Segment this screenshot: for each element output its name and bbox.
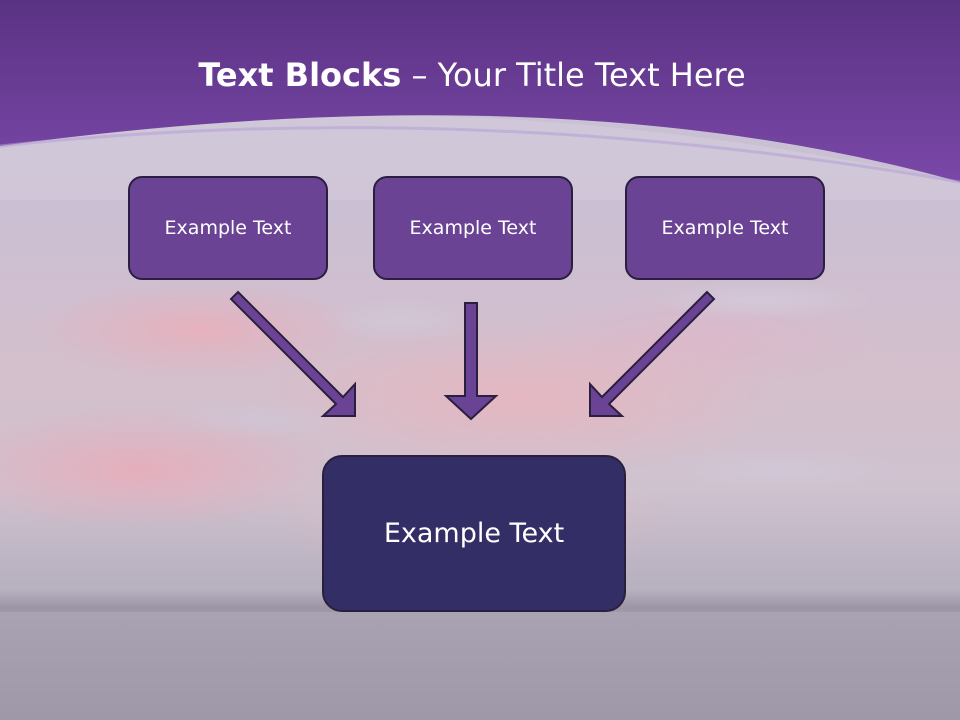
- arrow-down-icon: [443, 302, 499, 421]
- header-band: [0, 0, 960, 182]
- text-block-target[interactable]: Example Text: [322, 455, 626, 612]
- title-rest: Your Title Text Here: [437, 56, 746, 94]
- text-block-right[interactable]: Example Text: [625, 176, 825, 280]
- text-block-left[interactable]: Example Text: [128, 176, 328, 280]
- title-separator: –: [411, 56, 428, 94]
- text-block-center[interactable]: Example Text: [373, 176, 573, 280]
- header-arc-line: [0, 126, 960, 184]
- title-bold: Text Blocks: [198, 56, 402, 94]
- background-road: [0, 612, 960, 720]
- arrow-down-left-icon: [589, 290, 716, 417]
- arrow-down-right-icon: [229, 290, 356, 417]
- slide-title: Text Blocks – Your Title Text Here: [0, 52, 944, 98]
